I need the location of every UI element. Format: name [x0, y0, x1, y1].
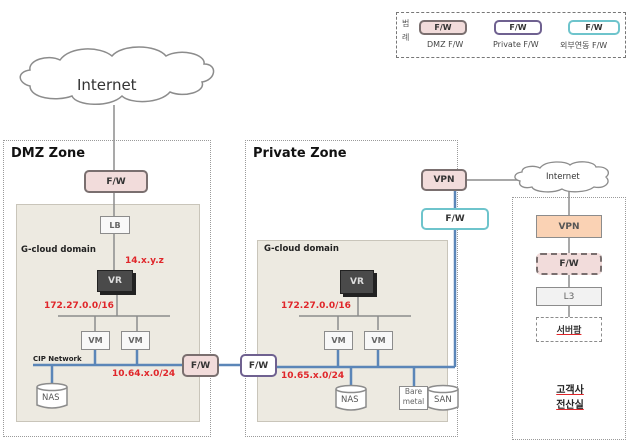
dmz-firewall: F/W: [84, 170, 148, 193]
priv-san-cylinder: [427, 389, 459, 411]
dmz-vm-1-label: VM: [88, 336, 103, 345]
dmz-vm-1: VM: [81, 331, 110, 350]
private-san-label: SAN: [434, 395, 452, 405]
private-external-firewall-label: F/W: [445, 214, 465, 224]
dmz-load-balancer: LB: [100, 216, 130, 234]
dmz-nas-cylinder: [36, 387, 68, 409]
legend-external-fw-box: F/W: [568, 20, 620, 35]
private-bare-metal: Bare metal: [399, 386, 428, 410]
legend-external-fw-label: F/W: [585, 23, 603, 32]
private-virtual-router-label: VR: [350, 277, 364, 287]
dmz-virtual-router-label: VR: [108, 276, 122, 286]
private-edge-firewall: F/W: [240, 354, 277, 377]
dmz-public-ip: 14.x.y.z: [125, 256, 164, 266]
private-vm-1: VM: [324, 331, 353, 350]
dmz-load-balancer-label: LB: [109, 220, 121, 230]
legend-title-bottom: 례: [402, 33, 410, 42]
priv-nas-cylinder: [335, 389, 367, 411]
legend-private-fw-caption: Private F/W: [493, 40, 539, 49]
customer-site-title: 고객사 전산실: [548, 383, 592, 413]
legend: 범 례 F/W DMZ F/W F/W Private F/W F/W 외부연동…: [396, 12, 626, 58]
bare-metal-line1: Bare: [404, 387, 423, 396]
private-nas-label: NAS: [341, 395, 359, 405]
legend-dmz-fw-caption: DMZ F/W: [427, 40, 464, 49]
customer-l3-label: L3: [563, 291, 575, 302]
dmz-firewall-label: F/W: [106, 176, 126, 187]
legend-title-top: 범: [402, 19, 410, 28]
private-virtual-router: VR: [340, 270, 374, 294]
right-internet-cloud-shape: [514, 161, 610, 193]
legend-private-fw-label: F/W: [509, 23, 527, 32]
dmz-cip-network-label: CIP Network: [33, 355, 82, 363]
dmz-edge-firewall: F/W: [182, 354, 219, 377]
legend-dmz-fw-label: F/W: [434, 23, 452, 32]
internet-cloud-label: Internet: [77, 76, 137, 94]
customer-vpn-label: VPN: [558, 221, 580, 232]
customer-server-farm-label: 서버팜: [556, 326, 582, 336]
dmz-zone-title: DMZ Zone: [11, 146, 86, 161]
private-vm-subnet: 172.27.0.0/16: [281, 301, 351, 311]
dmz-vm-subnet: 172.27.0.0/16: [44, 301, 114, 311]
legend-private-fw-box: F/W: [494, 20, 542, 35]
customer-vpn: VPN: [536, 215, 602, 238]
private-vpn-label: VPN: [433, 175, 455, 185]
dmz-edge-firewall-label: F/W: [190, 360, 211, 371]
customer-server-farm: 서버팜: [536, 317, 602, 342]
private-domain-title: G-cloud domain: [264, 244, 339, 254]
customer-firewall-label: F/W: [559, 259, 579, 269]
dmz-vm-2: VM: [121, 331, 150, 350]
dmz-cip-subnet: 10.64.x.0/24: [112, 369, 176, 379]
private-vm-2-label: VM: [371, 336, 386, 345]
customer-site-title-line2: 전산실: [556, 400, 584, 411]
private-vpn: VPN: [421, 169, 467, 191]
legend-external-fw-caption: 외부연동 F/W: [560, 41, 608, 50]
private-edge-firewall-label: F/W: [248, 360, 269, 371]
private-vm-2: VM: [364, 331, 393, 350]
customer-site-title-line1: 고객사: [556, 385, 584, 396]
dmz-domain-title: G-cloud domain: [21, 245, 96, 255]
customer-firewall: F/W: [536, 253, 602, 275]
legend-dmz-fw-box: F/W: [419, 20, 467, 35]
dmz-virtual-router: VR: [97, 270, 133, 292]
private-zone-title: Private Zone: [253, 146, 347, 161]
customer-l3-switch: L3: [536, 287, 602, 306]
dmz-vm-2-label: VM: [128, 336, 143, 345]
right-internet-cloud-label: Internet: [546, 172, 580, 182]
internet-cloud-shape: [19, 46, 215, 105]
private-cip-subnet: 10.65.x.0/24: [281, 371, 345, 381]
private-vm-1-label: VM: [331, 336, 346, 345]
private-external-firewall: F/W: [421, 208, 489, 230]
dmz-nas-label: NAS: [42, 393, 60, 403]
bare-metal-line2: metal: [402, 397, 425, 406]
